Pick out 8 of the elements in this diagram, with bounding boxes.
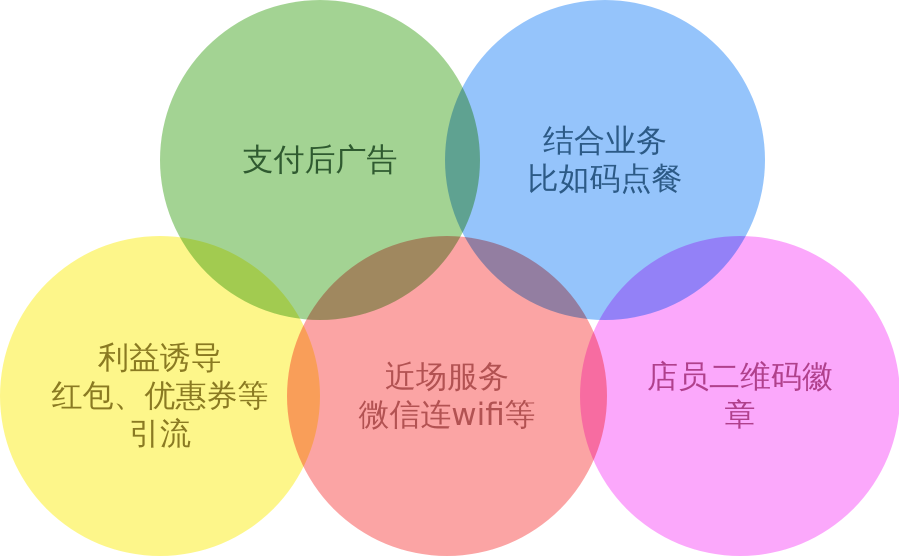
circle-label: 支付后广告 (242, 141, 398, 179)
circle-label: 近场服务 (385, 358, 509, 396)
circle-label: 红包、优惠券等引流 (50, 377, 270, 453)
circle-label: 利益诱导 (98, 339, 222, 377)
circle-label: 微信连wifi等 (358, 396, 536, 434)
circle-label: 比如码点餐 (528, 160, 682, 198)
circle-label: 结合业务 (543, 122, 667, 160)
circle-label: 店员二维码徽章 (646, 358, 834, 434)
